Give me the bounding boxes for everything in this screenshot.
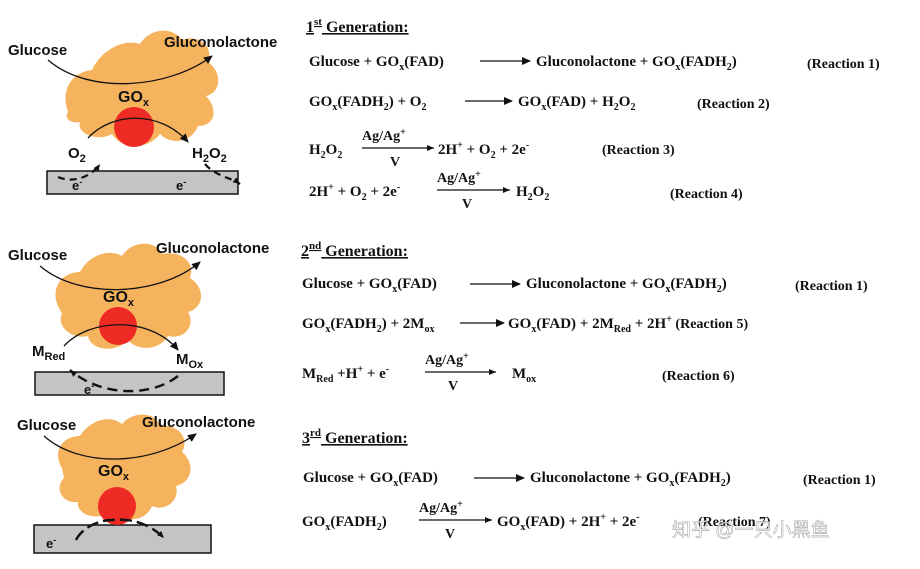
substrate-label: Glucose <box>17 417 76 434</box>
electrode <box>33 524 212 554</box>
mediator-cofactor <box>99 307 137 345</box>
substrate-to-product-arrow <box>43 433 197 460</box>
substrate-to-product-arrow <box>39 261 201 291</box>
enzyme-label: GOx <box>103 289 135 309</box>
electron-transfer-left <box>57 163 101 181</box>
mediator-oxidized-label: MOx <box>176 351 204 371</box>
enzyme-blob <box>55 243 202 349</box>
svg-text:(Reaction 3): (Reaction 3) <box>602 143 675 158</box>
svg-text:Ag/Ag+: Ag/Ag+ <box>419 499 463 516</box>
reaction-3: H2O2 Ag/Ag+ V 2H+ + O2 + 2e- (Reaction 3… <box>309 127 675 170</box>
watermark: 知乎 @一只小黑鱼 <box>672 519 830 541</box>
svg-text:Ag/Ag+: Ag/Ag+ <box>362 127 406 144</box>
oxygen-to-peroxide-arrow <box>87 117 189 143</box>
svg-text:Glucose + GOx(FAD): Glucose + GOx(FAD) <box>303 470 438 489</box>
svg-text:Glucose + GOx(FAD): Glucose + GOx(FAD) <box>309 54 444 73</box>
svg-text:(Reaction 4): (Reaction 4) <box>670 187 743 202</box>
svg-text:(Reaction 1): (Reaction 1) <box>807 57 880 72</box>
fad-cofactor <box>114 107 154 147</box>
svg-text:2H+ + O2 + 2e-: 2H+ + O2 + 2e- <box>438 140 529 161</box>
svg-text:H2O2: H2O2 <box>309 142 342 161</box>
svg-text:2H+ + O2 + 2e-: 2H+ + O2 + 2e- <box>309 182 400 203</box>
svg-text:GOx(FAD) + 2MRed + 2H+ (Reacti: GOx(FAD) + 2MRed + 2H+ (Reaction 5) <box>508 314 748 335</box>
heading-first-generation: 1st Generation: <box>306 16 409 36</box>
svg-text:GOx(FAD) + H2O2: GOx(FAD) + H2O2 <box>518 94 635 113</box>
reaction-6: MRed +H+ + e- Ag/Ag+ V Mox (Reaction 6) <box>302 351 735 394</box>
panel-second-generation: GOx Glucose Gluconolactone MRed MOx e- <box>8 240 269 397</box>
svg-text:Gluconolactone + GOx(FADH2): Gluconolactone + GOx(FADH2) <box>530 470 731 489</box>
reaction-1-third: Glucose + GOx(FAD) Gluconolactone + GOx(… <box>303 470 876 489</box>
svg-text:(Reaction 1): (Reaction 1) <box>803 473 876 488</box>
heading-third-generation: 3rd Generation: <box>302 427 408 447</box>
svg-text:(Reaction 6): (Reaction 6) <box>662 369 735 384</box>
svg-text:GOx(FADH2) + 2Mox: GOx(FADH2) + 2Mox <box>302 316 434 335</box>
enzyme-blob <box>58 414 191 520</box>
reaction-1-second: Glucose + GOx(FAD) Gluconolactone + GOx(… <box>302 276 868 295</box>
electron-transfer <box>69 369 179 393</box>
electron-label-left: e- <box>72 177 82 193</box>
reaction-4: 2H+ + O2 + 2e- Ag/Ag+ V H2O2 (Reaction 4… <box>309 169 743 212</box>
reaction-5: GOx(FADH2) + 2Mox GOx(FAD) + 2MRed + 2H+… <box>302 314 748 335</box>
enzyme-label: GOx <box>118 89 150 109</box>
svg-text:V: V <box>445 527 455 542</box>
substrate-to-product-arrow <box>47 55 213 85</box>
electron-label-right: e- <box>176 177 186 193</box>
product-label: Gluconolactone <box>164 34 277 51</box>
mediator-reduced-label: MRed <box>32 343 65 363</box>
svg-text:V: V <box>390 155 400 170</box>
svg-text:(Reaction 2): (Reaction 2) <box>697 97 770 112</box>
electron-label: e- <box>46 535 56 551</box>
reaction-1-first: Glucose + GOx(FAD) Gluconolactone + GOx(… <box>309 54 880 73</box>
svg-text:GOx(FADH2): GOx(FADH2) <box>302 514 387 533</box>
product-label: Gluconolactone <box>142 414 255 431</box>
svg-text:Gluconolactone + GOx(FADH2): Gluconolactone + GOx(FADH2) <box>536 54 737 73</box>
svg-text:Ag/Ag+: Ag/Ag+ <box>425 351 469 368</box>
svg-text:Ag/Ag+: Ag/Ag+ <box>437 169 481 186</box>
peroxide-label: H2O2 <box>192 145 227 165</box>
mediator-cycle-arrow <box>63 324 179 351</box>
reaction-7: GOx(FADH2) Ag/Ag+ V GOx(FAD) + 2H+ + 2e-… <box>302 499 771 542</box>
svg-text:(Reaction 1): (Reaction 1) <box>795 279 868 294</box>
substrate-label: Glucose <box>8 247 67 264</box>
direct-electron-transfer <box>74 518 165 541</box>
svg-text:V: V <box>448 379 458 394</box>
svg-text:Mox: Mox <box>512 366 536 385</box>
enzyme-blob <box>65 30 219 146</box>
electron-transfer-right <box>204 163 241 185</box>
svg-text:GOx(FAD) + 2H+ + 2e-: GOx(FAD) + 2H+ + 2e- <box>497 512 640 533</box>
electron-label: e- <box>84 381 94 397</box>
svg-text:GOx(FADH2) + O2: GOx(FADH2) + O2 <box>309 94 426 113</box>
reaction-2: GOx(FADH2) + O2 GOx(FAD) + H2O2 (Reactio… <box>309 94 770 113</box>
enzyme-label: GOx <box>98 463 130 483</box>
svg-text:Gluconolactone + GOx(FADH2): Gluconolactone + GOx(FADH2) <box>526 276 727 295</box>
heading-second-generation: 2nd Generation: <box>301 240 408 260</box>
panel-third-generation: GOx Glucose Gluconolactone e- <box>17 414 255 554</box>
oxygen-label: O2 <box>68 145 86 165</box>
svg-text:(Reaction 7): (Reaction 7) <box>698 515 771 530</box>
fad-cofactor <box>98 487 136 525</box>
product-label: Gluconolactone <box>156 240 269 257</box>
svg-text:Glucose + GOx(FAD): Glucose + GOx(FAD) <box>302 276 437 295</box>
panel-first-generation: GOx Glucose Gluconolactone O2 H2O2 e- e- <box>8 30 277 195</box>
svg-text:V: V <box>462 197 472 212</box>
substrate-label: Glucose <box>8 42 67 59</box>
svg-text:MRed +H+ + e-: MRed +H+ + e- <box>302 364 389 385</box>
svg-text:H2O2: H2O2 <box>516 184 549 203</box>
